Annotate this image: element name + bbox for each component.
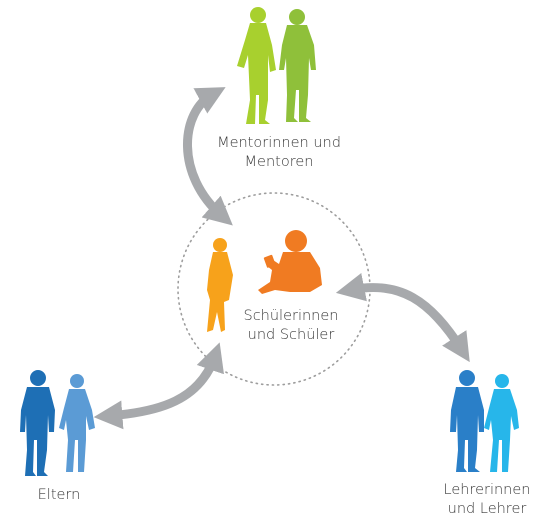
mentors-label: Mentorinnen und Mentoren: [214, 134, 344, 172]
boy-reading-icon: [258, 230, 322, 294]
parents-label-line-1: Eltern: [37, 487, 81, 503]
mentors-label-line-2: Mentoren: [244, 154, 314, 170]
teachers-label-line-1: Lehrerinnen: [443, 482, 531, 498]
double-arrow-icon: [93, 342, 224, 430]
man-silhouette-icon: [279, 9, 316, 122]
teachers-label-line-2: und Lehrer: [447, 501, 527, 517]
man-silhouette-icon: [20, 370, 55, 476]
students-label-line-1: Schülerinnen: [243, 308, 339, 324]
woman-silhouette-icon: [484, 374, 519, 472]
double-arrow-icon: [335, 273, 470, 363]
students-label-line-2: und Schüler: [247, 327, 335, 343]
students-label: Schülerinnen und Schüler: [236, 307, 346, 345]
mentors-label-line-1: Mentorinnen und: [217, 135, 341, 151]
teachers-label: Lehrerinnen und Lehrer: [432, 481, 542, 517]
woman-silhouette-icon: [237, 7, 276, 124]
man-silhouette-icon: [450, 370, 484, 472]
double-arrow-icon: [183, 87, 233, 226]
woman-silhouette-icon: [59, 374, 95, 472]
parents-label: Eltern: [24, 486, 94, 505]
girl-silhouette-icon: [207, 238, 233, 332]
